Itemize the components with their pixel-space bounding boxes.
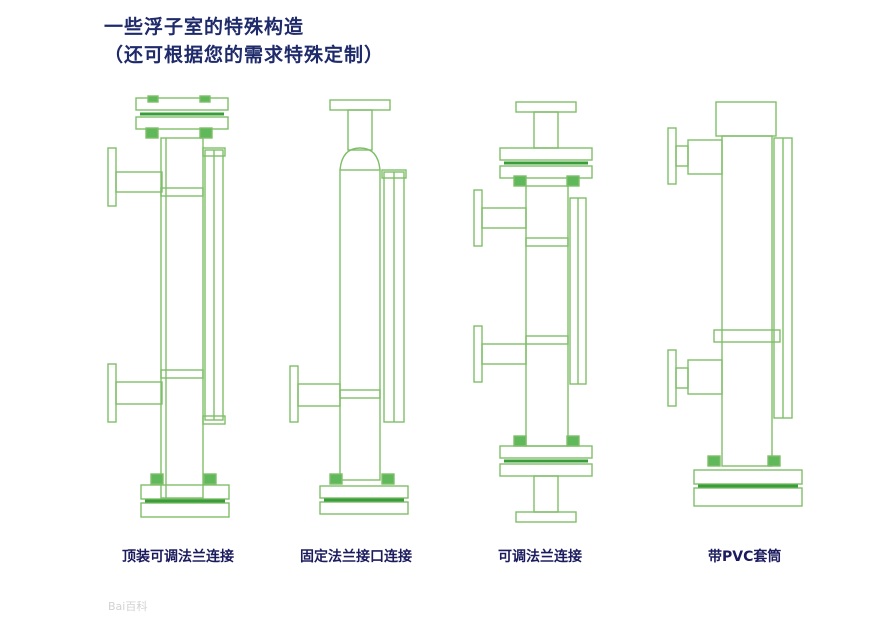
diagram-fixed-flange-interface xyxy=(289,99,409,515)
caption-adjustable-flange: 可调法兰连接 xyxy=(498,549,582,565)
caption-top-adjustable-flange: 顶装可调法兰连接 xyxy=(122,549,234,565)
title-line-2: （还可根据您的需求特殊定制） xyxy=(104,44,385,66)
watermark: Bai百科 xyxy=(108,600,148,613)
caption-fixed-flange-interface: 固定法兰接口连接 xyxy=(300,549,412,565)
caption-pvc-sleeve: 带PVC套筒 xyxy=(708,549,782,565)
diagram-adjustable-flange xyxy=(473,101,593,523)
diagram-pvc-sleeve xyxy=(667,101,803,507)
title-line-1: 一些浮子室的特殊构造 xyxy=(104,16,305,38)
diagram-top-adjustable-flange xyxy=(107,95,230,518)
